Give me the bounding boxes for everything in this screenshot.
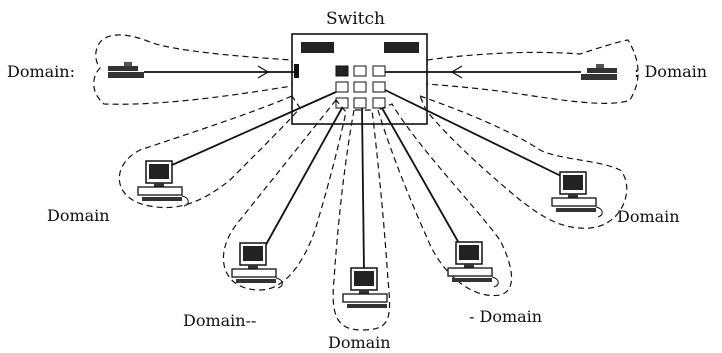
domain-outline-pc-5 xyxy=(418,94,628,229)
switch-port xyxy=(353,81,367,93)
link-pc-4 xyxy=(381,107,465,253)
switch-label: Switch xyxy=(326,9,385,29)
domain-label-pc-3: Domain xyxy=(328,333,391,352)
switch-uplink-left xyxy=(294,64,299,78)
domain-outline-left xyxy=(93,34,293,105)
switch-port xyxy=(372,65,386,77)
domain-outline-pc-4 xyxy=(377,103,513,297)
pc-2-computer xyxy=(231,242,283,289)
left-host-device xyxy=(108,62,144,78)
link-left-arrow xyxy=(257,65,270,79)
link-pc-3 xyxy=(361,107,365,273)
domain-label-pc-4: - Domain xyxy=(469,307,543,326)
right-host-device xyxy=(581,64,617,80)
pc-4-computer xyxy=(447,241,499,288)
link-right-arrow xyxy=(450,65,463,79)
domain-outline-pc-1 xyxy=(118,95,301,209)
link-pc-2 xyxy=(262,107,343,251)
switch-port xyxy=(353,97,367,109)
switch-display-left xyxy=(301,42,334,53)
link-pc-1 xyxy=(171,91,337,166)
domain-label-pc-1: Domain xyxy=(47,206,110,225)
pc-3-computer xyxy=(342,267,388,308)
domain-label-pc-2: Domain-- xyxy=(183,311,257,330)
switch xyxy=(291,33,428,125)
pc-5-computer xyxy=(551,171,603,218)
switch-display-right xyxy=(384,42,419,53)
domain-outline-pc-3 xyxy=(332,109,391,331)
pc-1-computer xyxy=(137,160,189,207)
domain-label-pc-5: Domain xyxy=(617,207,680,226)
switch-port xyxy=(335,65,349,77)
domain-outline-pc-2 xyxy=(222,99,347,291)
switch-port xyxy=(372,81,386,93)
domain-label-right-host: : Domain xyxy=(634,62,708,81)
link-pc-5 xyxy=(384,89,562,177)
switch-port xyxy=(353,65,367,77)
switch-port xyxy=(372,97,386,109)
switch-port xyxy=(335,81,349,93)
domain-label-left-host: Domain: xyxy=(7,62,75,81)
